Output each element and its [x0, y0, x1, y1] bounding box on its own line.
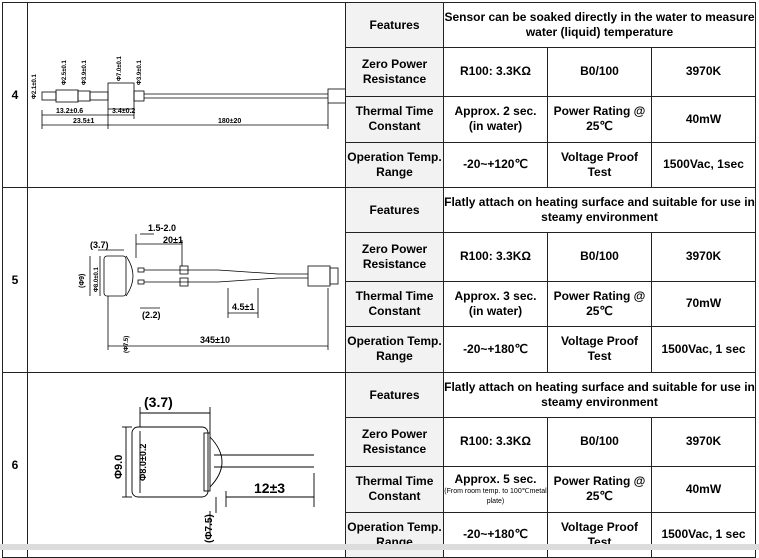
b-constant: B0/100	[547, 417, 652, 467]
row-number: 4	[2, 2, 28, 188]
features-value: Flatly attach on heating surface and sui…	[443, 371, 756, 419]
dim-label: 180±20	[218, 118, 241, 125]
dim-label: Φ2.1±0.1	[32, 73, 38, 99]
voltage-proof-value: 1500Vac, 1 sec	[651, 325, 756, 374]
zero-power-label: Zero Power Resistance	[345, 232, 444, 282]
power-rating-value: 70mW	[651, 280, 756, 327]
thermal-time-main: Approx. 3 sec.	[454, 288, 537, 303]
thermal-time-label: Thermal Time Constant	[345, 465, 444, 513]
b-value: 3970K	[651, 232, 756, 282]
features-value: Sensor can be soaked directly in the wat…	[443, 1, 756, 49]
dim-label: (Φ7.5)	[124, 336, 130, 353]
b-constant: B0/100	[547, 232, 652, 282]
table-row: Zero Power Resistance R100: 3.3KΩ B0/100…	[3, 47, 756, 97]
power-rating-value: 40mW	[651, 95, 756, 143]
voltage-proof-value: 1500Vac, 1 sec	[651, 511, 756, 558]
features-label: Features	[345, 1, 444, 49]
operation-temp-value: -20~+180℃	[443, 511, 548, 558]
features-label: Features	[345, 186, 444, 234]
dim-label: 12±3	[254, 480, 285, 496]
power-rating-label: Power Rating @ 25℃	[547, 280, 652, 327]
b-value: 3970K	[651, 47, 756, 97]
operation-temp-label: Operation Temp. Range	[345, 511, 444, 558]
resistance-value: R100: 3.3KΩ	[443, 47, 548, 97]
zero-power-label: Zero Power Resistance	[345, 47, 444, 97]
dim-label: (Φ9)	[79, 274, 86, 288]
dim-label: Φ8.0±0.2	[138, 444, 148, 481]
table-row: 6	[2, 371, 756, 558]
operation-temp-value: -20~+120℃	[443, 141, 548, 189]
thermal-time-value: Approx. 3 sec.(in water)	[443, 280, 548, 327]
table-row: Operation Temp. Range -20~+180℃ Voltage …	[3, 325, 756, 374]
b-constant: B0/100	[547, 47, 652, 97]
dim-label: 345±10	[200, 335, 230, 345]
dim-label: (3.7)	[144, 394, 173, 410]
features-label: Features	[345, 371, 444, 419]
dim-label: (3.7)	[90, 240, 109, 250]
dim-label: (2.2)	[142, 310, 161, 320]
table-row: Zero Power Resistance R100: 3.3KΩ B0/100…	[3, 417, 756, 467]
power-rating-label: Power Rating @ 25℃	[547, 465, 652, 513]
thermal-time-label: Thermal Time Constant	[345, 95, 444, 143]
table-row: Thermal Time Constant Approx. 3 sec.(in …	[3, 280, 756, 327]
thermal-time-sub: (in water)	[468, 303, 523, 318]
voltage-proof-value: 1500Vac, 1sec	[651, 141, 756, 189]
sensor-5-diagram: 1.5-2.0 (3.7) 20±1 (Φ9) Φ8.0±0.1 (2.2) 4…	[79, 223, 339, 353]
zero-power-label: Zero Power Resistance	[345, 417, 444, 467]
dim-label: 1.5-2.0	[148, 223, 176, 233]
table-row: 4	[2, 1, 756, 188]
bottom-scroll-strip	[0, 544, 759, 550]
operation-temp-value: -20~+180℃	[443, 325, 548, 374]
dim-label: 4.5±1	[232, 302, 254, 312]
thermal-time-note: (From room temp. to 100℃metal plate)	[444, 487, 547, 505]
resistance-value: R100: 3.3KΩ	[443, 232, 548, 282]
dim-label: 23.5±1	[73, 118, 94, 125]
thermal-time-main: Approx. 2 sec.	[454, 104, 537, 119]
dim-label: Φ9.0	[113, 455, 125, 479]
operation-temp-label: Operation Temp. Range	[345, 141, 444, 189]
voltage-proof-label: Voltage Proof Test	[547, 141, 652, 189]
power-rating-label: Power Rating @ 25℃	[547, 95, 652, 143]
sensor-drawing-5: 1.5-2.0 (3.7) 20±1 (Φ9) Φ8.0±0.1 (2.2) 4…	[27, 187, 346, 373]
voltage-proof-label: Voltage Proof Test	[547, 325, 652, 374]
power-rating-value: 40mW	[651, 465, 756, 513]
thermal-time-sub: (in water)	[468, 119, 523, 134]
table-row: Zero Power Resistance R100: 3.3KΩ B0/100…	[3, 232, 756, 282]
dim-label: 20±1	[163, 235, 183, 245]
thermal-time-label: Thermal Time Constant	[345, 280, 444, 327]
voltage-proof-label: Voltage Proof Test	[547, 511, 652, 558]
b-value: 3970K	[651, 417, 756, 467]
resistance-value: R100: 3.3KΩ	[443, 417, 548, 467]
dim-label: Φ3.9±0.1	[137, 59, 143, 85]
table-row: Thermal Time Constant Approx. 2 sec.(in …	[3, 95, 756, 143]
dim-label: Φ2.5±0.1	[62, 59, 68, 85]
table-row: Thermal Time Constant Approx. 5 sec.(Fro…	[3, 465, 756, 513]
table-row: Operation Temp. Range -20~+120℃ Voltage …	[3, 141, 756, 189]
dim-label: (Φ7.5)	[204, 514, 215, 543]
dim-label: Φ7.0±0.1	[117, 55, 123, 81]
thermal-time-value: Approx. 5 sec.(From room temp. to 100℃me…	[443, 465, 548, 513]
dim-label: 13.2±0.6	[56, 108, 83, 115]
row-number: 6	[2, 372, 28, 558]
sensor-drawing-6: (3.7) Φ9.0 Φ8.0±0.2 (Φ7.5) 12±3	[27, 372, 346, 558]
dim-label: Φ3.9±0.1	[82, 59, 88, 85]
features-value: Flatly attach on heating surface and sui…	[443, 186, 756, 234]
thermal-time-main: Approx. 5 sec.	[454, 471, 537, 486]
row-number: 5	[2, 187, 28, 373]
sensor-4-diagram: Φ2.1±0.1 Φ2.5±0.1 Φ3.9±0.1 Φ7.0±0.1 Φ3.9…	[32, 55, 345, 129]
operation-temp-label: Operation Temp. Range	[345, 325, 444, 374]
table-row: 5	[2, 186, 756, 373]
dim-label: Φ8.0±0.1	[94, 266, 100, 292]
thermal-time-value: Approx. 2 sec.(in water)	[443, 95, 548, 143]
dim-label: 3.4±0.2	[112, 108, 135, 115]
sensor-drawing-4: Φ2.1±0.1 Φ2.5±0.1 Φ3.9±0.1 Φ7.0±0.1 Φ3.9…	[27, 2, 346, 188]
sensor-6-diagram: (3.7) Φ9.0 Φ8.0±0.2 (Φ7.5) 12±3	[113, 394, 315, 543]
